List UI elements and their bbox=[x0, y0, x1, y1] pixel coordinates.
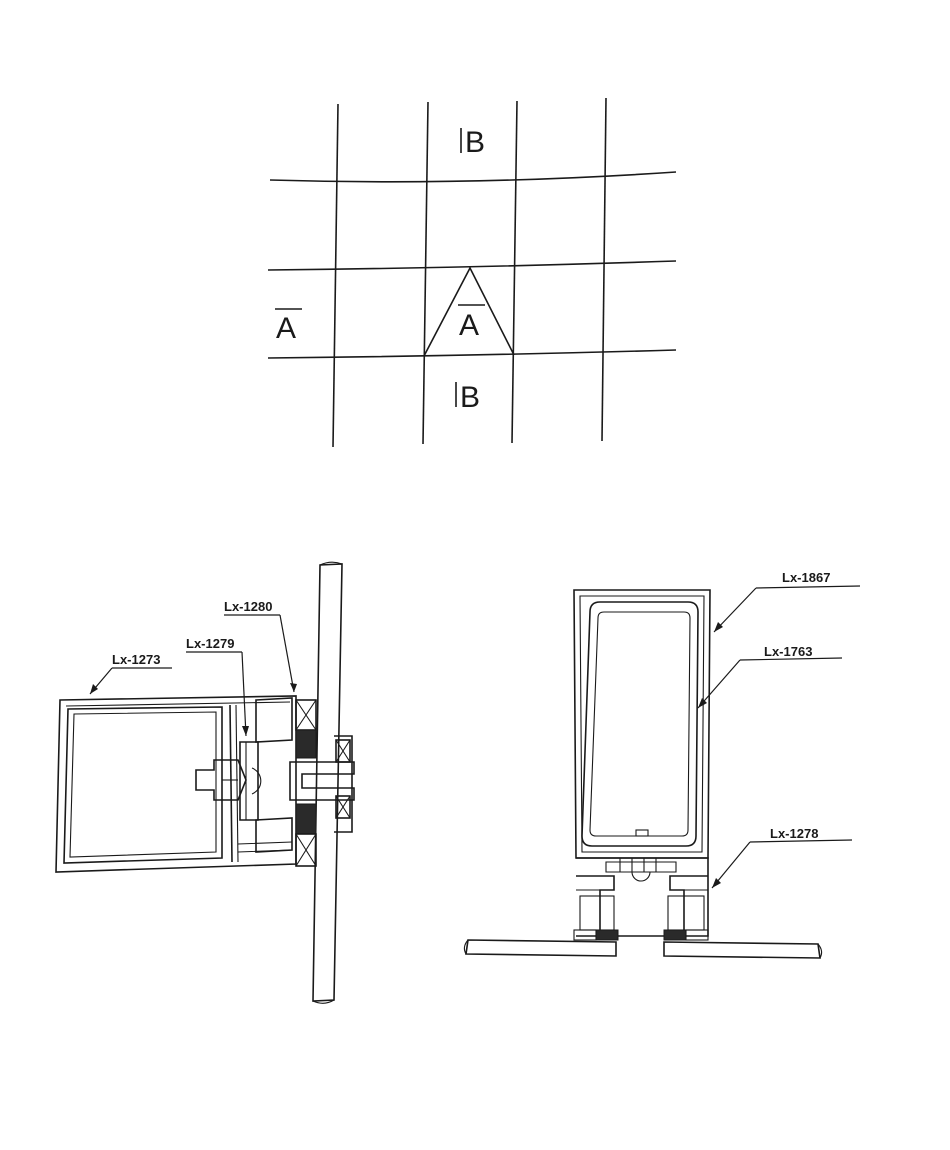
leader-lx-1278-arrow bbox=[712, 878, 721, 888]
left-leg bbox=[576, 875, 615, 936]
transom-line-2 bbox=[267, 260, 677, 271]
leader-lx-1867-shoulder bbox=[755, 585, 861, 589]
sealant-right bbox=[663, 929, 687, 941]
mullion-line-3 bbox=[511, 100, 518, 444]
flange-bottom bbox=[255, 817, 293, 853]
leader-lx-1279-line bbox=[241, 651, 247, 737]
mullion-chamber-outer bbox=[63, 706, 223, 864]
glass-panel bbox=[312, 563, 343, 1002]
right-leg-chamber bbox=[667, 895, 705, 931]
sealant-block-1 bbox=[295, 729, 317, 759]
section-triangle bbox=[423, 266, 515, 357]
section-b-bottom-label: B bbox=[460, 381, 480, 414]
label-lx-1278: Lx-1278 bbox=[770, 826, 818, 841]
glass-pane-right bbox=[663, 941, 821, 959]
label-lx-1280: Lx-1280 bbox=[224, 599, 272, 614]
leader-lx-1763-shoulder bbox=[739, 657, 843, 661]
section-a-center-label: A bbox=[459, 309, 479, 342]
web-wall-1 bbox=[229, 704, 233, 863]
mullion-line-4 bbox=[601, 97, 607, 442]
transom-line-3 bbox=[267, 349, 677, 359]
transom-line-1 bbox=[269, 171, 677, 183]
gasket-block-2 bbox=[295, 833, 317, 867]
detail-a-section: Lx-1280 Lx-1279 Lx-1273 bbox=[55, 561, 355, 1004]
t-connector bbox=[289, 761, 355, 801]
section-a-left-label: A bbox=[276, 312, 296, 345]
detail-b-section: Lx-1867 Lx-1763 Lx-1278 bbox=[463, 570, 861, 959]
base-screw-arc bbox=[631, 871, 651, 882]
label-lx-1867: Lx-1867 bbox=[782, 570, 830, 585]
gasket-right-a bbox=[685, 929, 709, 941]
leader-lx-1280-line bbox=[279, 614, 295, 693]
insert-profile-outer bbox=[581, 601, 699, 847]
mullion-line-2 bbox=[422, 101, 429, 445]
cap-gasket-bottom bbox=[335, 795, 351, 819]
sealant-block-2 bbox=[295, 803, 317, 835]
gasket-left-a bbox=[573, 929, 597, 941]
leader-lx-1273-arrow bbox=[90, 684, 98, 694]
web-wall-2 bbox=[235, 704, 239, 863]
insert-profile-inner bbox=[589, 611, 691, 837]
bolt-head-arc bbox=[251, 767, 262, 795]
flange-top bbox=[255, 697, 293, 743]
insert-tab bbox=[635, 829, 649, 837]
frame-outer-inner bbox=[579, 595, 705, 853]
leader-lx-1867-line bbox=[713, 587, 757, 633]
label-lx-1763: Lx-1763 bbox=[764, 644, 812, 659]
pressure-plate bbox=[239, 741, 259, 821]
glass-pane-left bbox=[465, 939, 617, 957]
glass-break-bottom bbox=[312, 999, 335, 1004]
leader-lx-1763-arrow bbox=[698, 698, 707, 708]
base-clip bbox=[605, 861, 677, 873]
mullion-chamber-inner bbox=[69, 711, 217, 858]
leader-lx-1763-line bbox=[697, 659, 741, 709]
mullion-profile-inner-top bbox=[65, 701, 291, 707]
sealant-left bbox=[595, 929, 619, 941]
mullion-line-1 bbox=[332, 103, 339, 448]
base-frame bbox=[576, 857, 709, 937]
label-lx-1273: Lx-1273 bbox=[112, 652, 160, 667]
cover-cap-outline bbox=[334, 735, 353, 833]
label-lx-1279: Lx-1279 bbox=[186, 636, 234, 651]
leader-lx-1278-shoulder bbox=[749, 839, 853, 843]
glass-break-top bbox=[319, 561, 343, 566]
section-b-top-label: B bbox=[465, 126, 485, 159]
base-clip-teeth bbox=[619, 858, 657, 872]
left-leg-chamber bbox=[579, 895, 615, 931]
right-leg bbox=[669, 875, 708, 936]
elevation-grid: B A A B bbox=[267, 97, 677, 448]
leader-lx-1280-arrow bbox=[290, 683, 297, 692]
fixing-bolt bbox=[195, 759, 247, 801]
leader-lx-1279-arrow bbox=[242, 726, 249, 736]
leader-lx-1867-arrow bbox=[714, 622, 723, 632]
